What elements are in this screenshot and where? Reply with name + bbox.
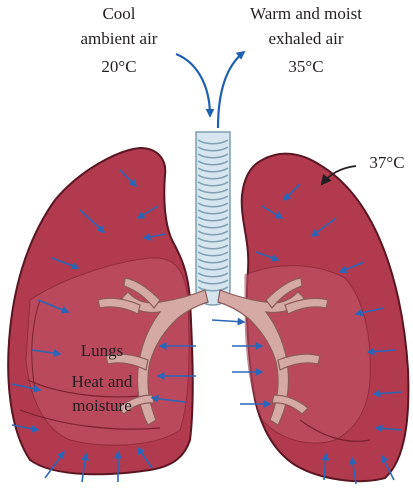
- inhale-arrow-icon: [176, 54, 210, 116]
- lungs-label: Lungs: [81, 341, 124, 360]
- trachea: [196, 132, 230, 305]
- inhale-label-line2: ambient air: [81, 29, 158, 48]
- heat-moisture-label-line1: Heat and: [72, 372, 133, 391]
- arrow-right-16: [212, 320, 244, 322]
- exhale-arrow-icon: [218, 52, 244, 128]
- exhale-label-line1: Warm and moist: [250, 4, 362, 23]
- inhale-label-line1: Cool: [102, 4, 135, 23]
- exhale-temp-label: 35°C: [288, 57, 323, 76]
- inhale-temp-label: 20°C: [101, 57, 136, 76]
- heat-moisture-label-line2: moisture: [72, 396, 132, 415]
- exhale-label-line2: exhaled air: [268, 29, 343, 48]
- body-temp-label: 37°C: [369, 153, 404, 172]
